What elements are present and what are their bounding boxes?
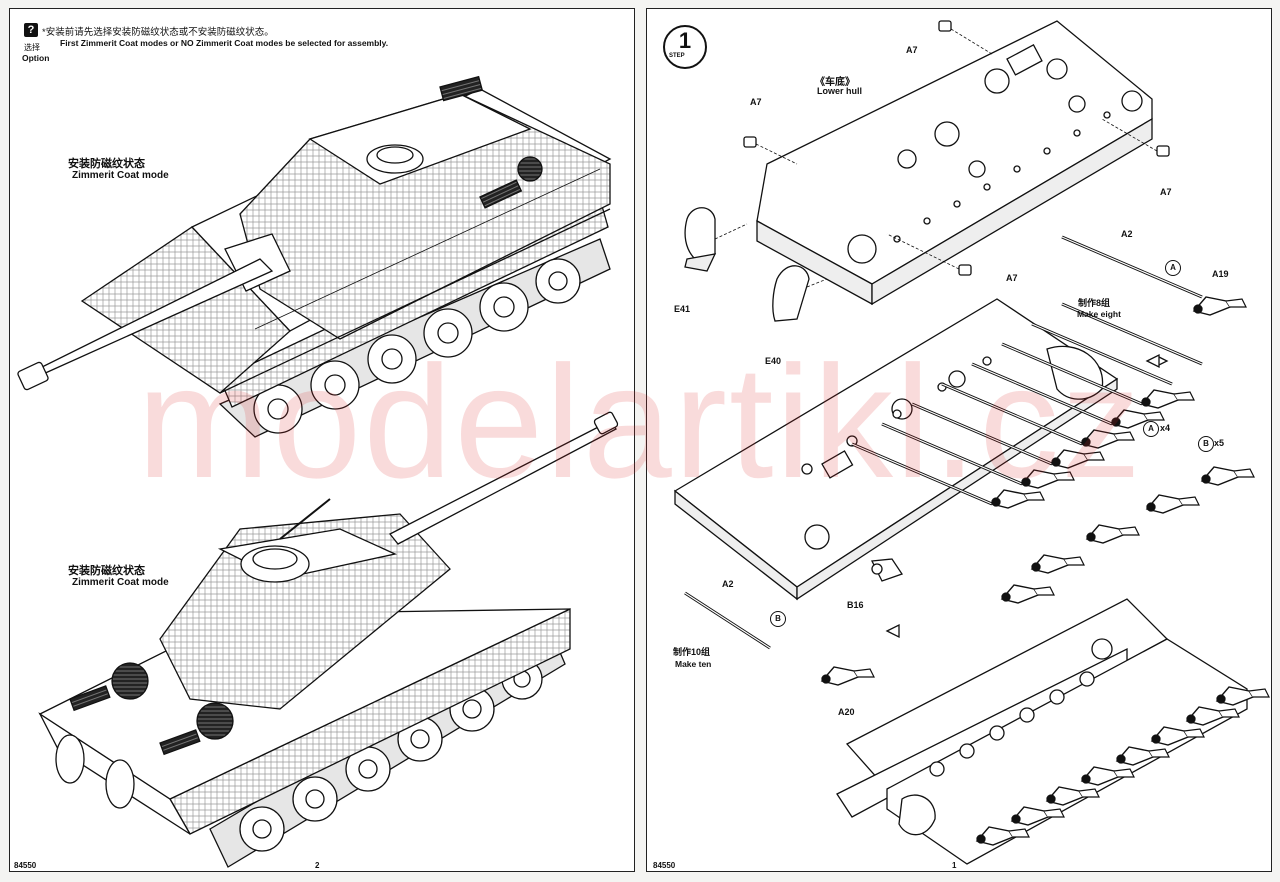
callout-a-top: A xyxy=(1165,260,1181,276)
part-label-b16: B16 xyxy=(847,600,864,610)
left-page-index: 2 xyxy=(315,861,320,870)
view2-mode-zh: 安装防磁纹状态 xyxy=(68,565,145,577)
left-page-number: 84550 xyxy=(14,861,37,870)
tank-illustrations xyxy=(17,75,619,868)
right-page-number: 84550 xyxy=(653,861,676,870)
part-b16 xyxy=(870,558,904,582)
make-eight-en: Make eight xyxy=(1077,309,1121,319)
make-ten-en: Make ten xyxy=(675,659,712,669)
view2-mode-en: Zimmerit Coat mode xyxy=(72,577,169,588)
part-e40 xyxy=(772,265,810,322)
quantity-x5: x5 xyxy=(1214,438,1225,448)
part-label-a7-top: A7 xyxy=(906,45,918,55)
part-label-e41: E41 xyxy=(674,304,691,314)
part-label-a7-left: A7 xyxy=(750,97,762,107)
part-label-a2-top: A2 xyxy=(1121,229,1133,239)
part-label-e40: E40 xyxy=(765,356,782,366)
option-question-icon: ? xyxy=(24,23,38,37)
make-ten-zh: 制作10组 xyxy=(673,647,711,657)
callout-a-x4: A xyxy=(1143,421,1159,437)
view1-mode-en: Zimmerit Coat mode xyxy=(72,170,169,181)
right-page-index: 1 xyxy=(952,861,957,870)
part-label-a19: A19 xyxy=(1212,269,1229,279)
callout-b-x5: B xyxy=(1198,436,1214,452)
tank-view-2 xyxy=(38,411,619,868)
lower-hull-label-en: Lower hull xyxy=(817,86,862,96)
part-label-a7-right: A7 xyxy=(1160,187,1172,197)
option-note-zh: *安装前请先选择安装防磁纹状态或不安装防磁纹状态。 xyxy=(42,27,274,38)
instruction-page-right: 1 STEP xyxy=(646,8,1272,872)
option-label-zh: 选择 xyxy=(24,43,40,52)
tank-view-1 xyxy=(17,75,612,438)
option-note-en: First Zimmerit Coat modes or NO Zimmerit… xyxy=(60,38,389,48)
instruction-page-left: ? *安装前请先选择安装防磁纹状态或不安装防磁纹状态。 First Zimmer… xyxy=(9,8,635,872)
step-badge: 1 STEP xyxy=(663,25,707,69)
completed-hull-drawing xyxy=(836,598,1270,865)
option-label-en: Option xyxy=(22,53,50,63)
part-label-a2-bottom: A2 xyxy=(722,579,734,589)
lower-hull-label-zh: 《车底》 xyxy=(815,77,855,88)
hull-floor-drawing xyxy=(673,298,1119,601)
view1-mode-zh: 安装防磁纹状态 xyxy=(68,158,145,170)
callout-b-bottom: B xyxy=(770,611,786,627)
step-word: STEP xyxy=(669,53,685,59)
step-number: 1 xyxy=(678,28,692,53)
part-label-a7-bottom: A7 xyxy=(1006,273,1018,283)
lower-hull-drawing xyxy=(756,20,1153,306)
part-label-a20: A20 xyxy=(838,707,855,717)
quantity-x4: x4 xyxy=(1160,423,1171,433)
make-eight-zh: 制作8组 xyxy=(1078,298,1111,308)
part-e41 xyxy=(684,207,717,272)
assembly-diagram xyxy=(673,20,1270,865)
